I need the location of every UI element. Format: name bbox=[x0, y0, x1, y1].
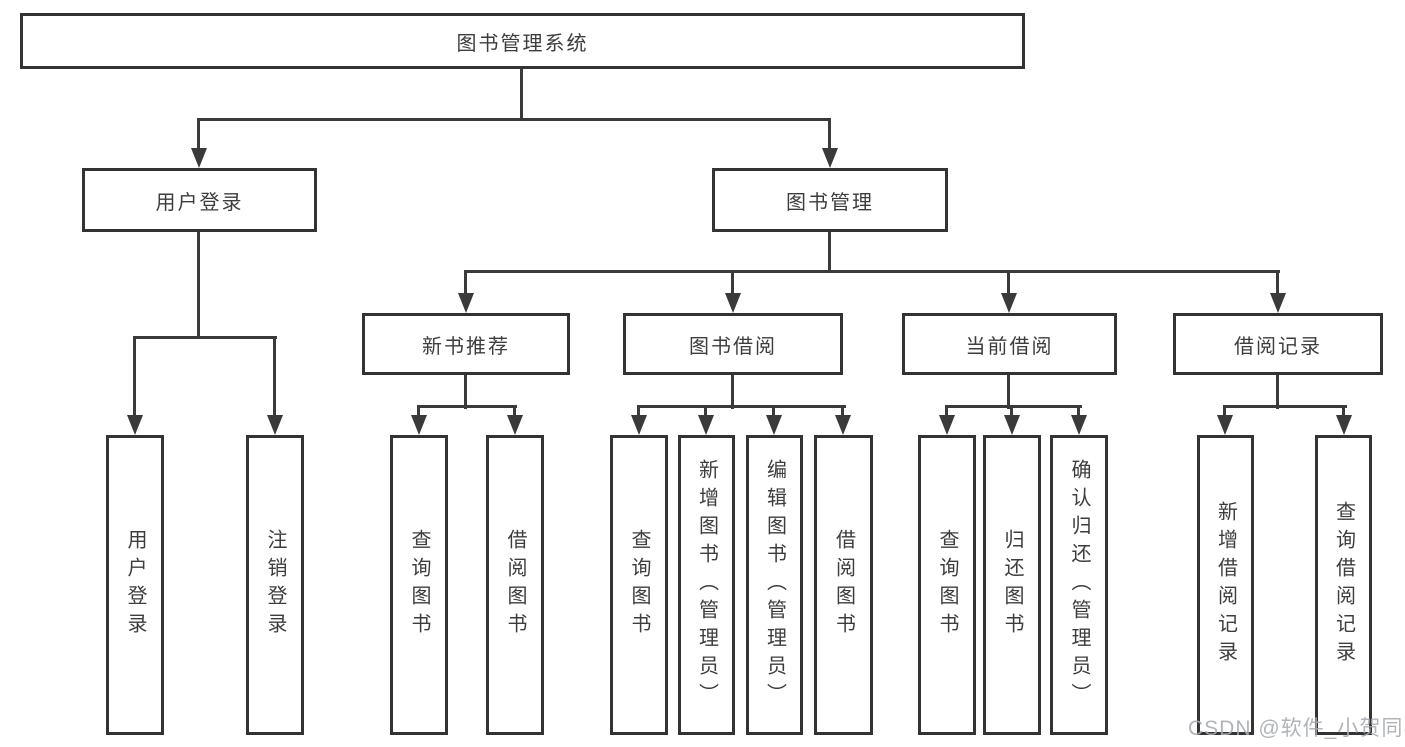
leaf-user-login: 用户登录 bbox=[106, 435, 164, 735]
connector-drop-user-login bbox=[197, 118, 200, 150]
connector-new-book-bus bbox=[417, 405, 517, 408]
arrowhead-icon bbox=[1217, 415, 1233, 435]
connector-root-stem bbox=[520, 68, 523, 121]
leaf-query-book-current: 查询图书 bbox=[918, 435, 976, 735]
leaf-logout: 注销登录 bbox=[246, 435, 304, 735]
node-borrow-records: 借阅记录 bbox=[1173, 313, 1383, 375]
arrowhead-icon bbox=[698, 415, 714, 435]
node-current-borrow-label: 当前借阅 bbox=[965, 335, 1054, 358]
leaf-add-book-admin: 新增图书（管理员） bbox=[678, 435, 735, 735]
node-book-management-label: 图书管理 bbox=[786, 191, 874, 214]
arrowhead-icon bbox=[725, 293, 741, 313]
node-root: 图书管理系统 bbox=[20, 13, 1025, 69]
arrowhead-icon bbox=[1001, 293, 1017, 313]
leaf-confirm-return-admin: 确认归还（管理员） bbox=[1050, 435, 1108, 735]
connector-level2-bus bbox=[197, 118, 831, 121]
connector-drop-book-mgmt bbox=[828, 118, 831, 150]
connector-drop-leaf bbox=[704, 405, 707, 417]
connector-drop-leaf bbox=[273, 336, 276, 417]
connector-records-stem bbox=[1276, 375, 1279, 409]
leaf-borrow-book-recommend: 借阅图书 bbox=[486, 435, 544, 735]
connector-drop-module bbox=[731, 270, 734, 295]
arrowhead-icon bbox=[766, 415, 782, 435]
connector-drop-leaf bbox=[945, 405, 948, 417]
leaf-query-borrow-record: 查询借阅记录 bbox=[1315, 435, 1372, 735]
arrowhead-icon bbox=[939, 415, 955, 435]
leaf-query-book-borrow: 查询图书 bbox=[610, 435, 668, 735]
connector-user-login-stem bbox=[197, 232, 200, 339]
csdn-watermark: CSDN @软件_小贺同学 bbox=[1188, 717, 1405, 740]
leaf-edit-book-admin: 编辑图书（管理员） bbox=[746, 435, 803, 735]
leaf-return-book: 归还图书 bbox=[983, 435, 1041, 735]
connector-drop-leaf bbox=[1342, 405, 1345, 417]
connector-drop-leaf bbox=[417, 405, 420, 417]
arrowhead-icon bbox=[1270, 293, 1286, 313]
arrowhead-icon bbox=[191, 148, 207, 168]
connector-level3-bus bbox=[464, 270, 1280, 273]
node-book-management: 图书管理 bbox=[712, 168, 948, 232]
node-borrow-records-label: 借阅记录 bbox=[1234, 335, 1322, 358]
leaf-borrow-book: 借阅图书 bbox=[814, 435, 873, 735]
connector-borrow-stem bbox=[731, 375, 734, 409]
connector-current-stem bbox=[1007, 375, 1010, 409]
arrowhead-icon bbox=[631, 415, 647, 435]
node-user-login-label: 用户登录 bbox=[155, 191, 244, 214]
connector-new-book-stem bbox=[464, 375, 467, 409]
node-current-borrow: 当前借阅 bbox=[902, 313, 1117, 375]
arrowhead-icon bbox=[1004, 415, 1020, 435]
arrowhead-icon bbox=[822, 148, 838, 168]
connector-drop-leaf bbox=[772, 405, 775, 417]
connector-drop-leaf bbox=[1223, 405, 1226, 417]
connector-drop-leaf bbox=[1010, 405, 1013, 417]
arrowhead-icon bbox=[411, 415, 427, 435]
connector-user-login-bus bbox=[133, 336, 277, 339]
connector-drop-leaf bbox=[637, 405, 640, 417]
connector-book-mgmt-stem bbox=[828, 232, 831, 273]
connector-records-bus bbox=[1223, 405, 1347, 408]
node-new-book-recommend-label: 新书推荐 bbox=[422, 335, 510, 358]
leaf-query-book-recommend: 查询图书 bbox=[390, 435, 448, 735]
node-new-book-recommend: 新书推荐 bbox=[362, 313, 570, 375]
node-root-label: 图书管理系统 bbox=[456, 32, 589, 55]
arrowhead-icon bbox=[458, 293, 474, 313]
leaf-add-borrow-record: 新增借阅记录 bbox=[1197, 435, 1254, 735]
node-book-borrow: 图书借阅 bbox=[623, 313, 843, 375]
arrowhead-icon bbox=[1336, 415, 1352, 435]
connector-current-bus bbox=[945, 405, 1082, 408]
arrowhead-icon bbox=[127, 415, 143, 435]
connector-drop-module bbox=[1276, 270, 1279, 295]
connector-drop-leaf bbox=[133, 336, 136, 417]
arrowhead-icon bbox=[1071, 415, 1087, 435]
arrowhead-icon bbox=[835, 415, 851, 435]
node-user-login: 用户登录 bbox=[82, 168, 317, 232]
arrowhead-icon bbox=[267, 415, 283, 435]
arrowhead-icon bbox=[507, 415, 523, 435]
node-book-borrow-label: 图书借阅 bbox=[689, 335, 777, 358]
connector-drop-leaf bbox=[1077, 405, 1080, 417]
connector-drop-module bbox=[1007, 270, 1010, 295]
connector-borrow-bus bbox=[637, 405, 846, 408]
connector-drop-leaf bbox=[841, 405, 844, 417]
connector-drop-module bbox=[464, 270, 467, 295]
connector-drop-leaf bbox=[513, 405, 516, 417]
